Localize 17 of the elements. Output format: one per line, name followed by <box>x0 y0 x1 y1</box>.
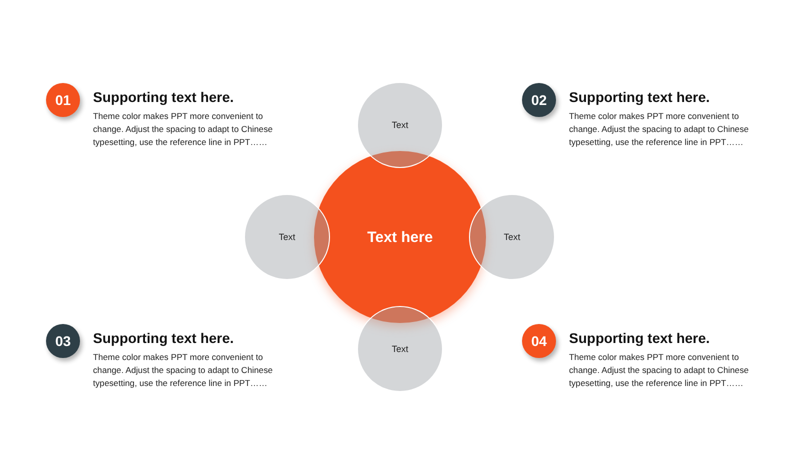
item-heading: Supporting text here. <box>93 330 234 346</box>
item-heading: Supporting text here. <box>569 330 710 346</box>
number-badge: 01 <box>46 83 80 117</box>
circle-label: Text <box>504 232 520 242</box>
circle-label: Text <box>278 232 296 242</box>
item-heading: Supporting text here. <box>569 89 710 105</box>
body-text: Theme color makes PPT more convenient to change. Adjust the spacing to adapt to Chinese typesetting, use the reference line in PPT…… <box>93 351 273 390</box>
item-heading: Supporting text here. <box>93 89 234 105</box>
body-text: Theme color makes PPT more convenient to change. Adjust the spacing to adapt to Chinese typesetting, use the reference line in PPT…… <box>93 110 273 149</box>
circle-label: Text here <box>367 228 433 246</box>
number-badge: 03 <box>46 324 80 358</box>
body-text: Theme color makes PPT more convenient to change. Adjust the spacing to adapt to Chinese typesetting, use the reference line in PPT…… <box>569 110 749 149</box>
circle-label: Text <box>392 120 408 130</box>
circle-label: Text <box>392 344 408 354</box>
body-text: Theme color makes PPT more convenient to change. Adjust the spacing to adapt to Chinese typesetting, use the reference line in PPT…… <box>569 351 749 390</box>
number-badge: 02 <box>522 83 556 117</box>
number-badge: 04 <box>522 324 556 358</box>
